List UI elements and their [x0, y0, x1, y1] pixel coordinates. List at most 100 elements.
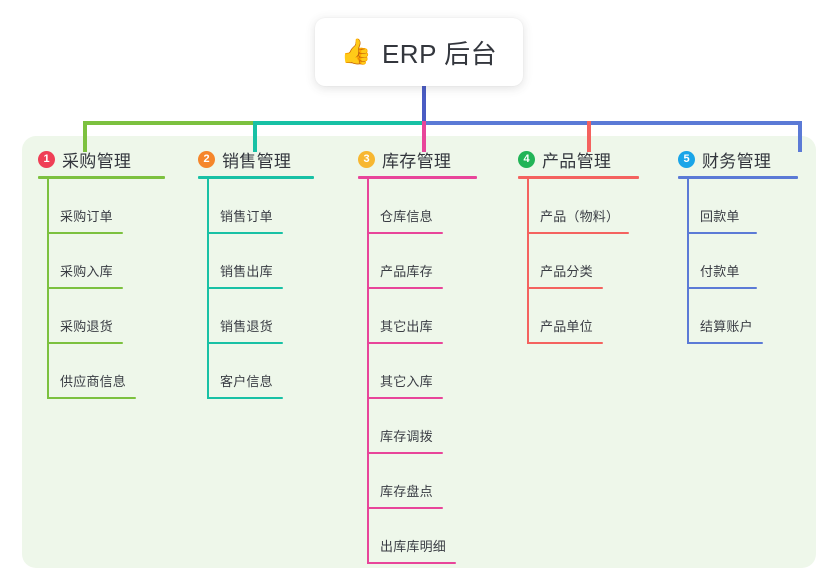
- branch-underline-5: [678, 176, 798, 179]
- list-item-underline: [207, 287, 283, 289]
- branch-spine-1: [47, 179, 49, 399]
- list-item-underline: [367, 287, 443, 289]
- list-item[interactable]: 库存盘点: [367, 454, 502, 509]
- list-item[interactable]: 销售退货: [207, 289, 342, 344]
- list-item-label: 销售出库: [220, 264, 273, 279]
- branch-underline-4: [518, 176, 639, 179]
- list-item[interactable]: 供应商信息: [47, 344, 182, 399]
- branch-columns: 1 采购管理采购订单采购入库采购退货供应商信息 2 销售管理销售订单销售出库销售退货客…: [22, 136, 816, 568]
- list-item-label: 产品（物料）: [540, 209, 620, 224]
- branch-column-5: 5 财务管理回款单付款单结算账户: [662, 136, 822, 568]
- branch-header-5[interactable]: 5 财务管理: [678, 147, 771, 172]
- list-item-label: 付款单: [700, 264, 740, 279]
- list-item-underline: [47, 342, 123, 344]
- list-item[interactable]: 客户信息: [207, 344, 342, 399]
- root-title-card[interactable]: 👍 ERP 后台: [315, 18, 523, 86]
- list-item-underline: [367, 562, 456, 564]
- list-item[interactable]: 采购入库: [47, 234, 182, 289]
- list-item-label: 采购入库: [60, 264, 113, 279]
- list-item-label: 销售订单: [220, 209, 273, 224]
- branch-header-1[interactable]: 1 采购管理: [38, 147, 131, 172]
- branch-badge-5: 5: [678, 151, 695, 168]
- list-item-underline: [687, 232, 757, 234]
- branches-panel: [22, 136, 816, 568]
- list-item-underline: [367, 232, 443, 234]
- list-item[interactable]: 其它入库: [367, 344, 502, 399]
- list-item-underline: [47, 397, 136, 399]
- list-item[interactable]: 采购订单: [47, 179, 182, 234]
- list-item[interactable]: 产品单位: [527, 289, 662, 344]
- branch-underline-3: [358, 176, 477, 179]
- page-title: ERP 后台: [381, 38, 498, 69]
- list-item-underline: [207, 397, 283, 399]
- list-item-underline: [367, 507, 443, 509]
- list-item-label: 客户信息: [220, 374, 273, 389]
- list-item[interactable]: 结算账户: [687, 289, 822, 344]
- branch-title-5: 财务管理: [702, 152, 772, 171]
- branch-item-list-2: 销售订单销售出库销售退货客户信息: [207, 179, 342, 399]
- list-item-underline: [367, 342, 443, 344]
- list-item-label: 出库库明细: [380, 539, 447, 554]
- branch-badge-4: 4: [518, 151, 535, 168]
- branch-title-2: 销售管理: [222, 152, 292, 171]
- branch-badge-2: 2: [198, 151, 215, 168]
- list-item[interactable]: 销售出库: [207, 234, 342, 289]
- branch-spine-5: [687, 179, 689, 344]
- branch-title-1: 采购管理: [62, 152, 132, 171]
- list-item-label: 结算账户: [700, 319, 753, 334]
- list-item-underline: [47, 232, 123, 234]
- list-item-label: 产品分类: [540, 264, 593, 279]
- list-item[interactable]: 销售订单: [207, 179, 342, 234]
- branch-underline-2: [198, 176, 314, 179]
- thumbs-up-icon: 👍: [340, 37, 372, 66]
- list-item[interactable]: 产品（物料）: [527, 179, 662, 234]
- branch-column-1: 1 采购管理采购订单采购入库采购退货供应商信息: [22, 136, 182, 568]
- list-item-label: 库存调拨: [380, 429, 433, 444]
- list-item[interactable]: 其它出库: [367, 289, 502, 344]
- list-item-label: 回款单: [700, 209, 740, 224]
- branch-item-list-5: 回款单付款单结算账户: [687, 179, 822, 344]
- list-item-underline: [367, 397, 443, 399]
- list-item-label: 仓库信息: [380, 209, 433, 224]
- list-item[interactable]: 采购退货: [47, 289, 182, 344]
- list-item[interactable]: 付款单: [687, 234, 822, 289]
- list-item[interactable]: 产品分类: [527, 234, 662, 289]
- list-item-underline: [687, 342, 763, 344]
- list-item[interactable]: 出库库明细: [367, 509, 502, 564]
- branch-underline-1: [38, 176, 165, 179]
- branch-spine-2: [207, 179, 209, 399]
- list-item-label: 产品单位: [540, 319, 593, 334]
- branch-badge-1: 1: [38, 151, 55, 168]
- list-item-label: 采购订单: [60, 209, 113, 224]
- branch-header-2[interactable]: 2 销售管理: [198, 147, 291, 172]
- list-item[interactable]: 回款单: [687, 179, 822, 234]
- list-item-underline: [367, 452, 443, 454]
- list-item[interactable]: 仓库信息: [367, 179, 502, 234]
- branch-item-list-4: 产品（物料） 产品分类产品单位: [527, 179, 662, 344]
- branch-spine-3: [367, 179, 369, 564]
- list-item-label: 其它出库: [380, 319, 433, 334]
- list-item-label: 销售退货: [220, 319, 273, 334]
- list-item[interactable]: 库存调拨: [367, 399, 502, 454]
- list-item-label: 库存盘点: [380, 484, 433, 499]
- list-item-underline: [207, 232, 283, 234]
- list-item-label: 供应商信息: [60, 374, 127, 389]
- list-item-underline: [207, 342, 283, 344]
- list-item[interactable]: 产品库存: [367, 234, 502, 289]
- branch-column-2: 2 销售管理销售订单销售出库销售退货客户信息: [182, 136, 342, 568]
- branch-item-list-1: 采购订单采购入库采购退货供应商信息: [47, 179, 182, 399]
- branch-item-list-3: 仓库信息产品库存其它出库其它入库库存调拨库存盘点出库库明细: [367, 179, 502, 564]
- list-item-underline: [527, 287, 603, 289]
- list-item-label: 采购退货: [60, 319, 113, 334]
- list-item-label: 产品库存: [380, 264, 433, 279]
- list-item-underline: [687, 287, 757, 289]
- list-item-underline: [527, 232, 629, 234]
- branch-title-3: 库存管理: [382, 152, 452, 171]
- list-item-label: 其它入库: [380, 374, 433, 389]
- list-item-underline: [527, 342, 603, 344]
